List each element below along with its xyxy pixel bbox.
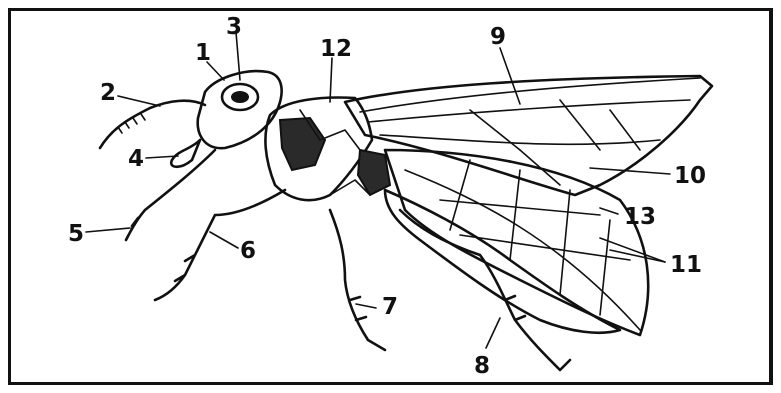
antenna bbox=[100, 101, 205, 148]
callout-13: 13 bbox=[624, 204, 656, 230]
thorax bbox=[265, 98, 390, 201]
callout-10: 10 bbox=[674, 163, 706, 189]
abdomen bbox=[385, 190, 620, 333]
callout-12: 12 bbox=[320, 36, 352, 62]
hind-leg-back bbox=[400, 210, 570, 370]
callout-2: 2 bbox=[100, 80, 116, 106]
callout-3: 3 bbox=[226, 14, 242, 40]
middle-leg bbox=[155, 190, 285, 300]
hind-leg-front bbox=[330, 210, 385, 350]
callout-5: 5 bbox=[68, 221, 84, 247]
callout-4: 4 bbox=[128, 146, 144, 172]
callout-1: 1 bbox=[195, 40, 211, 66]
callout-8: 8 bbox=[474, 353, 490, 379]
forewing bbox=[345, 76, 712, 195]
callout-11: 11 bbox=[670, 252, 702, 278]
mouthparts bbox=[171, 140, 200, 167]
callout-9: 9 bbox=[490, 24, 506, 50]
head bbox=[198, 71, 282, 148]
callout-7: 7 bbox=[382, 294, 398, 320]
callout-6: 6 bbox=[240, 238, 256, 264]
